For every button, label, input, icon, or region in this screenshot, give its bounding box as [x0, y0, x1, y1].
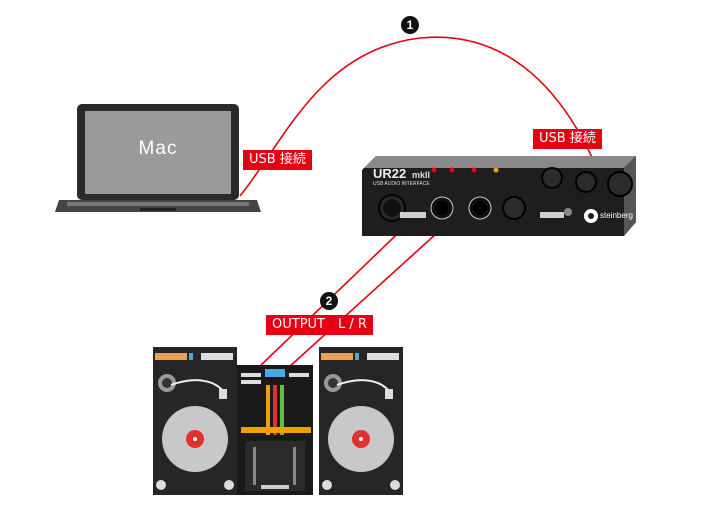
- usb-cable: [239, 36, 601, 197]
- step-1-marker: 1: [401, 16, 419, 34]
- interface-model: UR22: [373, 166, 407, 181]
- output-cable-left: [257, 213, 419, 369]
- output-lr-label: OUTPUT L / R: [266, 315, 373, 335]
- dj-controller: [153, 347, 403, 495]
- mac-screen-label: Mac: [138, 138, 178, 159]
- usb-connection-label-interface: USB 接続: [533, 129, 602, 149]
- step-2-marker: 2: [320, 292, 338, 310]
- usb-connection-label-mac: USB 接続: [243, 150, 312, 170]
- output-cable-right: [287, 213, 459, 369]
- interface-mk-label: mkII: [412, 170, 431, 180]
- audio-interface: [362, 156, 636, 236]
- mac-laptop: [55, 104, 261, 212]
- interface-brand: steinberg: [600, 211, 633, 220]
- interface-subtitle: USB AUDIO INTERFACE: [373, 181, 430, 187]
